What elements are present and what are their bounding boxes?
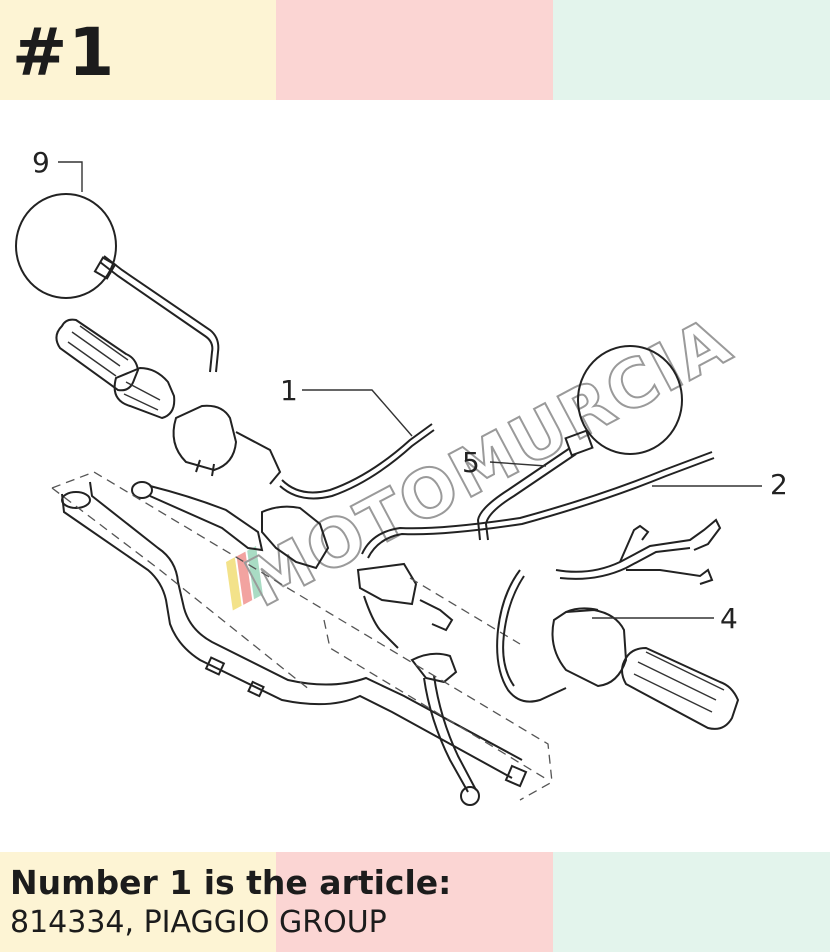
caption-title: Number 1 is the article: — [10, 863, 452, 902]
callout-5: 5 — [462, 446, 480, 479]
callout-4: 4 — [720, 602, 738, 635]
right-switch-housing-part — [496, 569, 628, 703]
callout-1: 1 — [280, 374, 298, 407]
leader-line-5 — [489, 461, 547, 467]
right-brake-lever-part — [410, 652, 480, 806]
band-cell-yellow — [0, 0, 276, 100]
left-grip-part — [55, 318, 176, 420]
right-grip-part — [621, 646, 740, 730]
centre-switch-part — [356, 562, 454, 649]
article-caption: Number 1 is the article: 814334, PIAGGIO… — [10, 862, 451, 942]
brake-cable-part — [361, 451, 715, 559]
band-cell-yellow-bottom — [0, 852, 276, 952]
throttle-cable-part — [279, 423, 435, 500]
left-brake-lever-part — [131, 481, 330, 570]
mirror-left-part — [15, 193, 220, 373]
top-color-band — [0, 0, 830, 100]
caption-article-number: 814334, PIAGGIO GROUP — [10, 905, 387, 940]
throttle-housing-part — [172, 404, 282, 485]
exploded-parts-diagram: MOTOMURCIA 9 1 5 — [15, 146, 788, 806]
leader-line-9 — [58, 161, 83, 192]
band-cell-pink-bottom — [276, 852, 553, 952]
band-cell-green — [553, 0, 830, 100]
handlebar-dashed-outline — [51, 471, 553, 801]
mirror-right-part — [476, 345, 683, 541]
band-cell-green-bottom — [553, 852, 830, 952]
bottom-color-band — [0, 852, 830, 952]
wiring-harness-part — [555, 518, 722, 585]
callout-2: 2 — [770, 468, 788, 501]
watermark-text: MOTOMURCIA — [233, 302, 743, 622]
callout-9: 9 — [32, 146, 50, 179]
handlebar-part — [61, 481, 528, 788]
part-number-heading: #1 — [12, 14, 116, 91]
band-cell-pink — [276, 0, 553, 100]
leader-line-1 — [302, 389, 413, 437]
